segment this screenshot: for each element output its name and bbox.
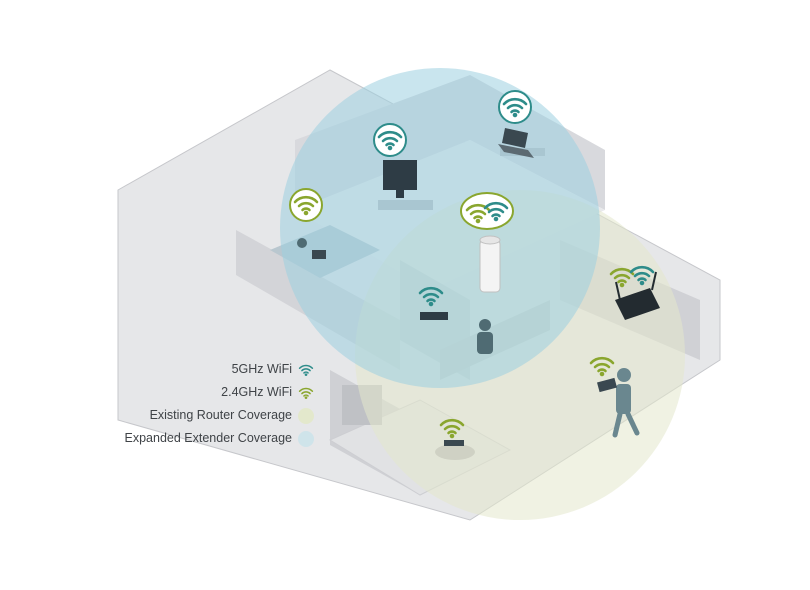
tv-icon xyxy=(383,160,417,198)
legend-item-24ghz: 2.4GHz WiFi xyxy=(108,382,318,405)
legend-item-5ghz: 5GHz WiFi xyxy=(108,359,318,382)
legend-label: Existing Router Coverage xyxy=(149,408,292,422)
legend-label: 2.4GHz WiFi xyxy=(221,385,292,399)
laptop-icon xyxy=(498,128,534,158)
wifi-badge-bedroom xyxy=(289,188,323,222)
tablet-icon xyxy=(597,377,617,393)
person-standing-icon xyxy=(612,368,640,438)
person-sitting-icon xyxy=(477,319,493,354)
wifi-icon xyxy=(298,387,314,400)
set-top-box-icon xyxy=(420,312,448,320)
person-in-bed-icon xyxy=(297,238,326,259)
table-laptop-icon xyxy=(444,440,464,446)
router-coverage-swatch xyxy=(298,408,314,424)
legend-item-extender-coverage: Expanded Extender Coverage xyxy=(108,428,318,451)
legend-item-router-coverage: Existing Router Coverage xyxy=(108,405,318,428)
legend-label: 5GHz WiFi xyxy=(231,362,292,376)
wifi-badge-extender xyxy=(460,192,514,230)
wifi-badge-tv xyxy=(373,123,407,157)
extender-coverage-swatch xyxy=(298,431,314,447)
wifi-badge-laptop xyxy=(498,90,532,124)
wifi-icon xyxy=(298,364,314,377)
router-icon xyxy=(615,271,660,320)
extender-icon xyxy=(479,235,501,293)
expanded-extender-coverage xyxy=(280,68,600,388)
legend: 5GHz WiFi 2.4GHz WiFi Existing Router Co… xyxy=(108,359,318,451)
legend-label: Expanded Extender Coverage xyxy=(124,431,292,445)
